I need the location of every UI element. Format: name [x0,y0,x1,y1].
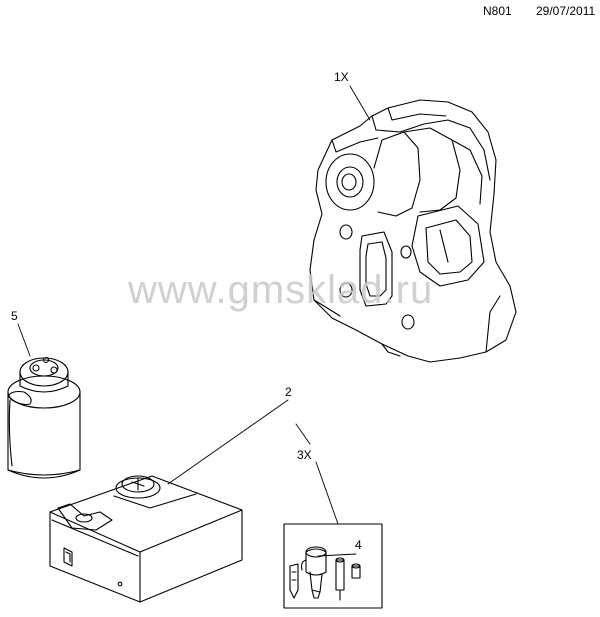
diagram-date: 29/07/2011 [536,4,596,18]
watermark-text: www.gmsklad.ru [128,268,434,312]
sealant-bottle-drawing [7,356,81,479]
callout-1x: 1X [334,70,349,84]
callout-2: 2 [285,385,292,399]
storage-tray-drawing [309,99,517,363]
compressor-drawing [49,475,243,603]
leader-lines [17,85,371,557]
diagram-code: N801 [483,4,512,18]
callout-4: 4 [355,538,362,552]
callout-5: 5 [11,309,18,323]
adapter-kit-drawing [283,523,383,609]
callout-3x: 3X [297,448,312,462]
